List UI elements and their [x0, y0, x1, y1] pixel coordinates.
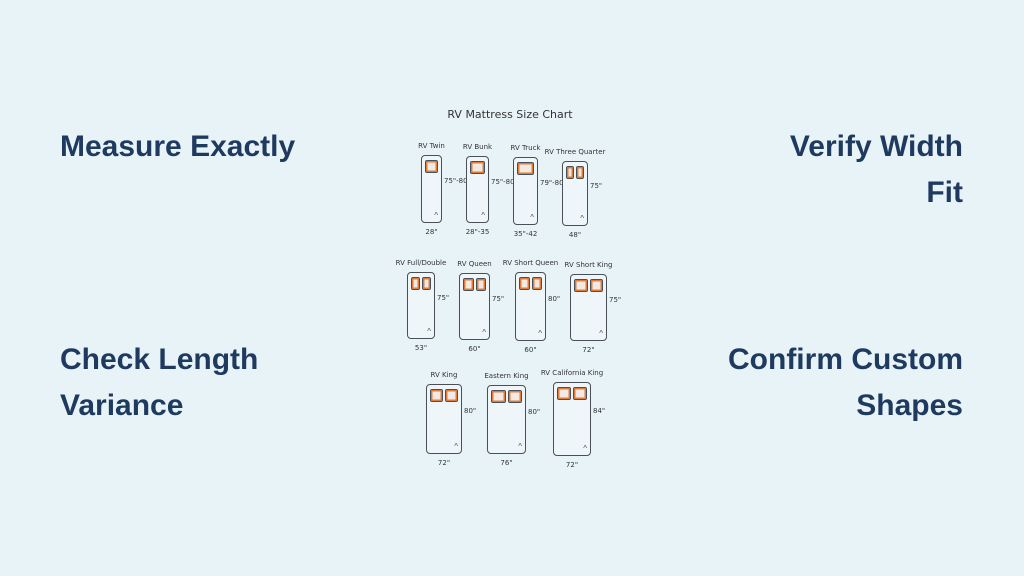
mattress-outline: ^: [515, 272, 546, 341]
mattress-length-label: 80": [548, 294, 561, 303]
mattress-length-label: 84": [593, 407, 606, 415]
tip-text: Fit: [926, 176, 963, 209]
mattress-name-label: RV Three Quarter: [544, 148, 606, 156]
mattress-outline: ^: [562, 161, 588, 226]
caret-icon: ^: [434, 211, 438, 220]
mattress-name-label: Eastern King: [484, 372, 529, 380]
mattress-outline: ^: [570, 274, 607, 341]
mattress-name-label: RV California King: [540, 369, 604, 377]
mattress-length-label: 75": [590, 181, 603, 190]
mattress-outline: ^: [466, 156, 489, 223]
mattress-width-label: 35"-42: [513, 230, 538, 238]
caret-icon: ^: [530, 213, 534, 222]
caret-icon: ^: [599, 329, 603, 338]
mattress-outline: ^: [459, 273, 490, 340]
mattress-length-label: 75": [437, 293, 450, 302]
caret-icon: ^: [427, 327, 431, 336]
pillow-icon: [425, 160, 438, 173]
pillow-icon: [566, 166, 574, 179]
mattress-length-label: 79"-80: [540, 179, 564, 187]
caret-icon: ^: [454, 442, 458, 451]
caret-icon: ^: [482, 328, 486, 337]
mattress-name-label: RV Full/Double: [395, 259, 447, 267]
chart-title: RV Mattress Size Chart: [447, 108, 573, 121]
pillow-icon: [411, 277, 420, 290]
tip-measure-exactly: Measure Exactly: [60, 124, 295, 170]
mattress-length-label: 80": [464, 407, 477, 415]
mattress-length-label: 75"-80: [444, 177, 468, 185]
pillow-icon: [475, 278, 486, 291]
mattress-name-label: RV Bunk: [462, 143, 493, 151]
mattress-length-label: 80": [528, 407, 541, 416]
pillow-icon: [491, 390, 506, 403]
mattress-width-label: 72": [565, 461, 579, 469]
mattress-width-label: 48": [568, 231, 582, 239]
mattress-name-label: RV Twin: [418, 142, 445, 150]
caret-icon: ^: [518, 442, 522, 451]
caret-icon: ^: [583, 444, 587, 453]
pillow-icon: [507, 390, 522, 403]
tip-text: Confirm Custom: [728, 343, 963, 376]
tip-text: Verify Width: [789, 130, 963, 163]
tip-text: Variance: [60, 389, 184, 422]
mattress-width-label: 28": [425, 228, 438, 236]
mattress-name-label: RV Short Queen: [502, 259, 559, 267]
mattress-length-label: 75"-80: [491, 177, 515, 186]
pillow-icon: [517, 162, 534, 175]
mattress-width-label: 72": [582, 346, 595, 354]
caret-icon: ^: [580, 214, 584, 223]
pillow-icon: [589, 279, 603, 292]
mattress-length-label: 75": [492, 294, 505, 303]
caret-icon: ^: [538, 329, 542, 338]
pillow-icon: [557, 387, 571, 400]
mattress-outline: ^: [407, 272, 435, 339]
mattress-width-label: 60": [524, 346, 537, 354]
mattress-width-label: 53": [414, 344, 428, 352]
mattress-name-label: RV Truck: [510, 144, 541, 152]
tip-text: Check Length: [60, 343, 259, 376]
pillow-icon: [430, 389, 443, 402]
pillow-icon: [531, 277, 542, 290]
mattress-outline: ^: [553, 382, 591, 456]
tip-text: Shapes: [856, 389, 963, 422]
mattress-width-label: 72": [437, 459, 451, 467]
mattress-outline: ^: [426, 384, 462, 454]
mattress-width-label: 76": [500, 459, 513, 467]
mattress-outline: ^: [513, 157, 538, 225]
pillow-icon: [576, 166, 584, 179]
pillow-icon: [574, 279, 588, 292]
pillow-icon: [463, 278, 474, 291]
caret-icon: ^: [481, 211, 485, 220]
pillow-icon: [519, 277, 530, 290]
mattress-name-label: RV Queen: [457, 260, 492, 268]
mattress-outline: ^: [421, 155, 442, 223]
mattress-outline: ^: [487, 385, 526, 454]
pillow-icon: [573, 387, 587, 400]
pillow-icon: [422, 277, 431, 290]
mattress-name-label: RV Short King: [564, 261, 613, 269]
mattress-length-label: 75": [609, 295, 622, 304]
pillow-icon: [470, 161, 485, 174]
mattress-width-label: 28"-35: [465, 228, 490, 236]
tip-text: Measure Exactly: [60, 130, 296, 163]
mattress-width-label: 60": [468, 345, 481, 353]
pillow-icon: [445, 389, 458, 402]
mattress-name-label: RV King: [430, 371, 458, 379]
